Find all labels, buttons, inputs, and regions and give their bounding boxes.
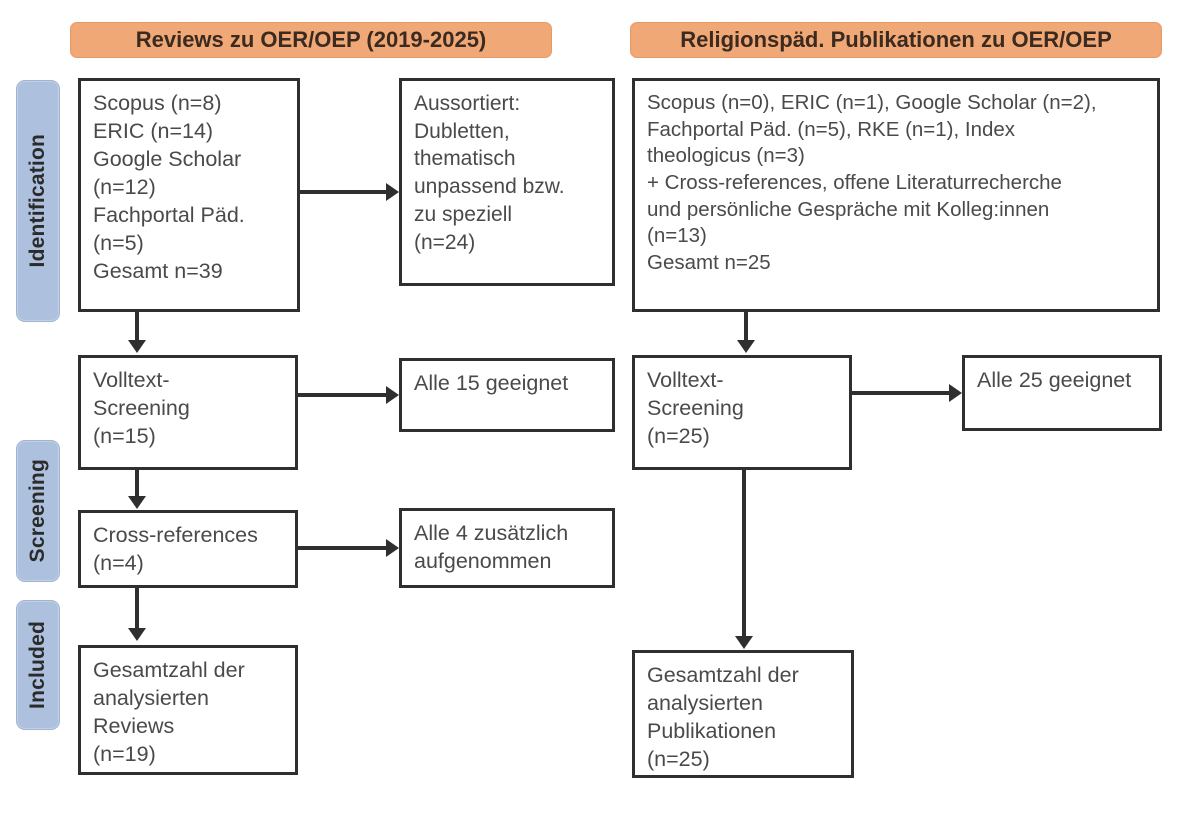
connector-left-ident-to-screening	[135, 312, 139, 342]
arrowhead-right-screening-to-result	[949, 384, 962, 402]
stage-pill-identification: Identification	[16, 80, 60, 322]
stage-label-included: Included	[26, 621, 49, 709]
column-header-religionspaed-label: Religionspäd. Publikationen zu OER/OEP	[680, 27, 1112, 52]
box-right-screening: Volltext- Screening (n=25)	[632, 355, 852, 470]
arrowhead-left-ident-to-screening	[128, 340, 146, 353]
box-left-included-text: Gesamtzahl der analysierten Reviews (n=1…	[93, 658, 245, 766]
arrowhead-right-ident-to-screening	[737, 340, 755, 353]
box-right-identification-text: Scopus (n=0), ERIC (n=1), Google Scholar…	[647, 91, 1097, 274]
stage-pill-screening: Screening	[16, 440, 60, 582]
arrowhead-left-ident-to-excluded	[386, 183, 399, 201]
box-left-crossref: Cross-references (n=4)	[78, 510, 298, 588]
box-right-screening-text: Volltext- Screening (n=25)	[647, 368, 744, 448]
box-left-screening-result: Alle 15 geeignet	[399, 358, 615, 432]
arrowhead-left-crossref-to-included	[128, 628, 146, 641]
box-left-crossref-result: Alle 4 zusätzlich aufgenommen	[399, 508, 615, 588]
connector-right-ident-to-screening	[744, 312, 748, 342]
arrowhead-left-crossref-to-result	[386, 539, 399, 557]
box-left-excluded-text: Aussortiert: Dubletten, thematisch unpas…	[414, 92, 565, 254]
stage-pill-included: Included	[16, 600, 60, 730]
arrowhead-right-screening-to-included	[735, 636, 753, 649]
connector-left-screening-to-result	[298, 393, 386, 397]
column-header-reviews: Reviews zu OER/OEP (2019-2025)	[70, 22, 552, 58]
box-left-included: Gesamtzahl der analysierten Reviews (n=1…	[78, 645, 298, 775]
box-left-identification-text: Scopus (n=8) ERIC (n=14) Google Scholar …	[93, 91, 245, 283]
connector-left-screening-to-crossref	[135, 470, 139, 498]
connector-right-screening-to-result	[852, 391, 949, 395]
column-header-reviews-label: Reviews zu OER/OEP (2019-2025)	[135, 27, 487, 52]
stage-label-identification: Identification	[26, 134, 49, 268]
box-right-identification: Scopus (n=0), ERIC (n=1), Google Scholar…	[632, 78, 1160, 312]
connector-left-crossref-to-included	[135, 588, 139, 630]
box-left-crossref-text: Cross-references (n=4)	[93, 523, 258, 575]
column-header-religionspaed: Religionspäd. Publikationen zu OER/OEP	[630, 22, 1162, 58]
box-right-screening-result: Alle 25 geeignet	[962, 355, 1162, 431]
box-right-included-text: Gesamtzahl der analysierten Publikatione…	[647, 663, 799, 771]
box-left-identification: Scopus (n=8) ERIC (n=14) Google Scholar …	[78, 78, 300, 312]
box-left-crossref-result-text: Alle 4 zusätzlich aufgenommen	[414, 521, 569, 573]
arrowhead-left-screening-to-result	[386, 386, 399, 404]
connector-left-ident-to-excluded	[300, 190, 386, 194]
connector-left-crossref-to-result	[298, 546, 386, 550]
box-left-excluded: Aussortiert: Dubletten, thematisch unpas…	[399, 78, 615, 286]
box-right-included: Gesamtzahl der analysierten Publikatione…	[632, 650, 854, 778]
box-left-screening-result-text: Alle 15 geeignet	[414, 371, 569, 395]
box-left-screening-text: Volltext- Screening (n=15)	[93, 368, 190, 448]
stage-label-screening: Screening	[26, 459, 49, 563]
box-left-screening: Volltext- Screening (n=15)	[78, 355, 298, 470]
arrowhead-left-screening-to-crossref	[128, 496, 146, 509]
connector-right-screening-to-included	[742, 470, 746, 638]
box-right-screening-result-text: Alle 25 geeignet	[977, 368, 1132, 392]
